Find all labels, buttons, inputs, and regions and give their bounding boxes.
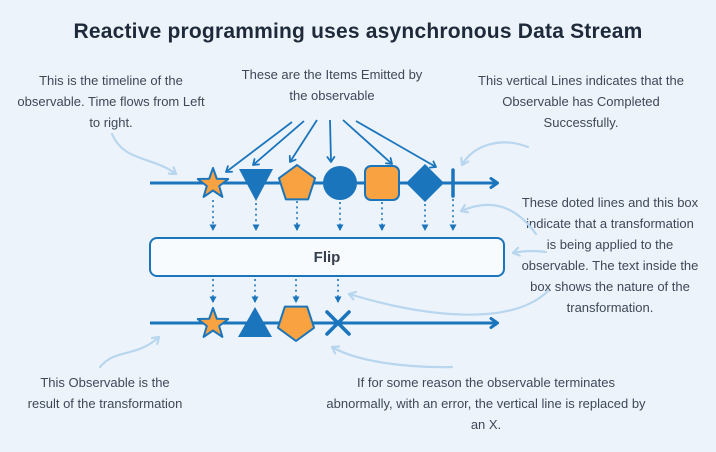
note-result: This Observable is the result of the tra… [27, 375, 183, 411]
circle-icon [323, 166, 357, 200]
dotted-arrows-top [209, 199, 457, 231]
result-pentagon-down-icon [276, 305, 316, 342]
note-emitted-items: These are the Items Emitted by the obser… [241, 67, 423, 103]
callout-arrow-error-x [330, 347, 454, 369]
callout-arrow-lower-dotted [347, 289, 550, 316]
emit-arrow-triangle [252, 120, 305, 166]
triangle-down-icon [239, 169, 273, 201]
emit-arrow-pentagon [288, 119, 318, 163]
callout-arrow-upper-dotted [459, 203, 538, 236]
star-icon [196, 167, 230, 198]
emit-arrows [225, 119, 437, 173]
callout-arrow-result-timeline [98, 335, 161, 369]
error-x-icon [325, 310, 351, 336]
emit-arrow-square [342, 119, 393, 165]
emit-arrow-circle [326, 119, 336, 163]
note-completed: This vertical Lines indicates that the O… [478, 73, 684, 130]
page-title: Reactive programming uses asynchronous D… [73, 20, 643, 43]
note-error: If for some reason the observable termin… [326, 375, 646, 432]
callout-arrow-complete-bar [462, 141, 530, 167]
result-triangle-up-icon [238, 307, 272, 337]
emit-arrow-star [225, 121, 293, 173]
callout-arrow-timeline [110, 132, 178, 176]
square-icon [364, 165, 400, 201]
result-star-icon [196, 307, 230, 338]
note-transformation: These doted lines and this box indicate … [521, 195, 699, 315]
transformation-box: Flip [149, 237, 505, 277]
note-timeline: This is the timeline of the observable. … [17, 73, 205, 130]
diamond-icon [406, 164, 444, 202]
transformation-label: Flip [313, 248, 341, 266]
pentagon-icon [277, 164, 317, 201]
dotted-arrows-bottom [209, 279, 342, 303]
callout-arrow-box [511, 251, 548, 253]
emit-arrow-diamond [355, 120, 437, 169]
